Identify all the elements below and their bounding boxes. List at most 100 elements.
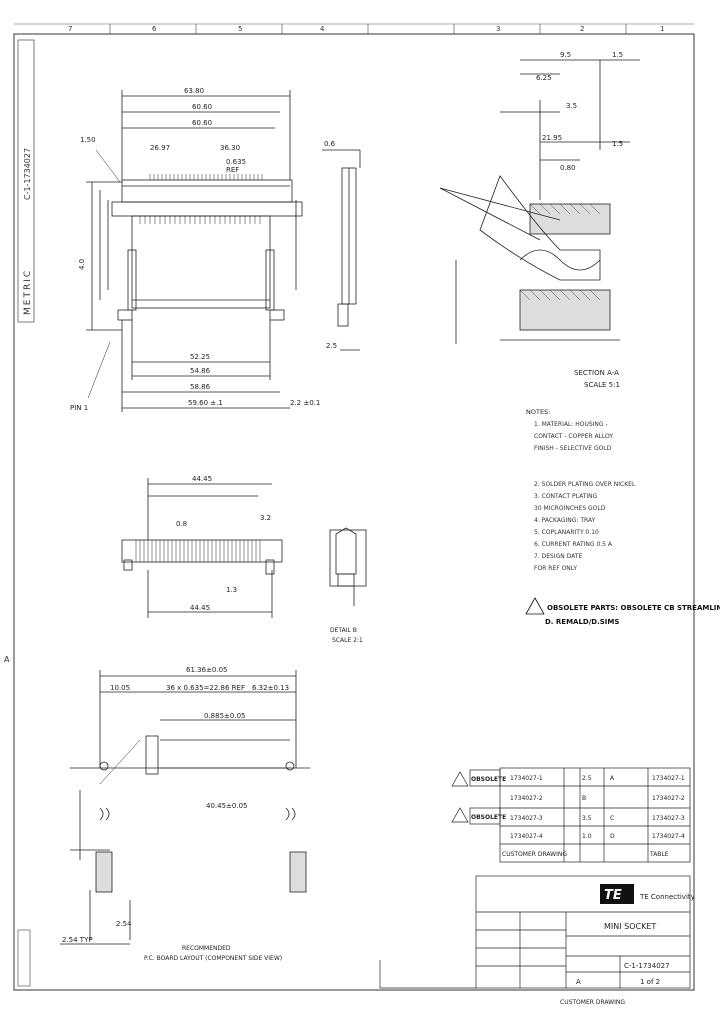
dim-d12: 1.50 xyxy=(80,136,96,144)
pcb-dim-right: 6.32±0.13 xyxy=(252,684,289,692)
side-dim-a: 0.6 xyxy=(324,140,336,148)
pcb-caption: RECOMMENDED xyxy=(182,945,231,952)
note-line-2: CONTACT - COPPER ALLOY xyxy=(534,433,613,440)
rev-footer-right: TABLE xyxy=(649,851,669,858)
dim-d3: 26.97 xyxy=(150,144,170,152)
revision-letter: A xyxy=(576,978,581,986)
rev-row3-part: 1734027-3 xyxy=(510,815,543,822)
pcb-dim-bottom: 2.54 xyxy=(116,920,132,928)
rev-row1-part: 1734027-1 xyxy=(510,775,543,782)
company-name: TE Connectivity xyxy=(639,893,695,901)
note-line-10: 7. DESIGN DATE xyxy=(534,553,582,560)
zone-2: 2 xyxy=(580,25,584,33)
front-dim-n1: 1.3 xyxy=(226,586,237,594)
dim-overall: 63.80 xyxy=(184,87,204,95)
pcb-layout-dims: 61.36±0.05 10.05 36 x 0.635=22.86 REF 6.… xyxy=(62,666,289,962)
obsolete-flag-1 xyxy=(451,771,469,787)
front-dim-b: 3.2 xyxy=(260,514,271,522)
connector-detail-caption: DETAIL B SCALE 2:1 xyxy=(330,627,363,644)
rev-row3-flag: OBSOLETE xyxy=(471,814,506,821)
obsolete-note-flag xyxy=(525,597,545,615)
zone-5: 5 xyxy=(238,25,242,33)
section-scale: SCALE 5:1 xyxy=(584,381,620,389)
section-detail xyxy=(439,59,640,344)
dim-d4: 36.30 xyxy=(220,144,240,152)
note-line-7: 4. PACKAGING: TRAY xyxy=(534,517,596,524)
front-view xyxy=(121,478,283,618)
side-dim-b: 2.5 xyxy=(326,342,337,350)
dim-d7: 52.25 xyxy=(190,353,210,361)
outer-frame xyxy=(13,33,695,991)
obsolete-note-2: D. REMALD/D.SIMS xyxy=(545,618,619,626)
customer-drawing-footer: CUSTOMER DRAWING xyxy=(560,999,625,1006)
zone-4: 4 xyxy=(320,25,325,33)
side-view xyxy=(322,149,361,351)
detail-dim-d6: 21.95 xyxy=(542,134,562,142)
rev-row3-a: 3.5 xyxy=(582,815,592,822)
pcb-dim-left: 10.05 xyxy=(110,684,130,692)
pcb-caption-2: P.C. BOARD LAYOUT (COMPONENT SIDE VIEW) xyxy=(144,955,282,962)
te-logo: TE xyxy=(600,884,634,904)
drawing-title: MINI SOCKET xyxy=(604,922,656,931)
rev-row1-c: 1734027-1 xyxy=(652,775,685,782)
note-line-4: 2. SOLDER PLATING OVER NICKEL xyxy=(534,481,636,488)
dim-d5: 0.635 xyxy=(226,158,246,166)
section-detail-dims: 9.5 1.5 6.25 3.5 0.80 21.95 1.5 SECTION … xyxy=(536,51,623,389)
detail-dim-d4: 3.5 xyxy=(566,102,577,110)
front-dim-top: 44.45 xyxy=(192,475,212,483)
pcb-dim-overall: 61.36±0.05 xyxy=(186,666,228,674)
dim-d6: REF xyxy=(226,166,239,174)
dim-d10: 59.60 ±.1 xyxy=(188,399,223,407)
top-view xyxy=(86,90,303,412)
zone-6: 6 xyxy=(152,25,157,33)
zone-letter-a: A xyxy=(4,655,10,664)
zone-7: 7 xyxy=(68,25,72,33)
revision-table xyxy=(451,767,691,863)
detail-dim-d5: 0.80 xyxy=(560,164,576,172)
dim-d8: 54.86 xyxy=(190,367,211,375)
note-line-9: 6. CURRENT RATING 0.5 A xyxy=(534,541,613,548)
note-line-8: 5. COPLANARITY 0.10 xyxy=(534,529,599,536)
pcb-dim-pitch: 36 x 0.635=22.86 REF xyxy=(166,684,245,692)
zone-numbers: 7 6 5 4 3 2 1 xyxy=(68,25,664,33)
front-dim-a: 0.8 xyxy=(176,520,187,528)
connector-detail xyxy=(329,527,367,606)
logo-text: TE xyxy=(604,888,622,903)
rev-row3-c: 1734027-3 xyxy=(652,815,685,822)
dim-d11: 2.2 ±0.1 xyxy=(290,399,320,407)
pin1-label: PIN 1 xyxy=(70,404,88,412)
dim-d13: 4.0 xyxy=(78,259,86,270)
section-caption: SECTION A-A xyxy=(574,369,619,377)
pcb-dim-bottom-left: 2.54 TYP xyxy=(62,936,93,944)
metric-label: METRIC xyxy=(23,269,33,315)
detail-dim-d2: 1.5 xyxy=(612,51,623,59)
rev-row4-b: D xyxy=(610,833,615,840)
detail-b-scale: SCALE 2:1 xyxy=(332,637,363,644)
pcb-layout xyxy=(60,670,310,945)
notes-title: NOTES: xyxy=(526,408,550,416)
pcb-dim-hole: 0.885±0.05 xyxy=(204,712,246,720)
rev-row4-a: 1.0 xyxy=(582,833,592,840)
detail-b-caption: DETAIL B xyxy=(330,627,357,634)
rev-footer-left: CUSTOMER DRAWING xyxy=(502,851,567,858)
dim-d2: 60.60 xyxy=(192,119,212,127)
pcb-dim-center: 40.45±0.05 xyxy=(206,802,248,810)
front-view-dims: 44.45 44.45 0.8 3.2 1.3 xyxy=(176,475,271,612)
front-dim-bottom: 44.45 xyxy=(190,604,210,612)
top-view-dims: 63.80 60.60 60.60 26.97 36.30 0.635 REF … xyxy=(70,87,320,412)
rev-row4-part: 1734027-4 xyxy=(510,833,543,840)
note-line-1: 1. MATERIAL: HOUSING - xyxy=(534,421,608,428)
side-view-dims: 0.6 2.5 xyxy=(324,140,337,350)
rev-row2-c: 1734027-2 xyxy=(652,795,685,802)
obsolete-flag-2 xyxy=(451,807,469,823)
note-line-6: 30 MICROINCHES GOLD xyxy=(534,505,606,512)
revision-table-text: OBSOLETE 1734027-1 2.5 A 1734027-1 17340… xyxy=(471,775,685,858)
side-doc-number: C-1-1734027 xyxy=(23,148,32,200)
drawing-number: C-1-1734027 xyxy=(624,962,670,970)
note-line-5: 3. CONTACT PLATING xyxy=(534,493,598,500)
zone-3: 3 xyxy=(496,25,500,33)
title-block xyxy=(379,875,691,989)
detail-dim-d3: 6.25 xyxy=(536,74,552,82)
